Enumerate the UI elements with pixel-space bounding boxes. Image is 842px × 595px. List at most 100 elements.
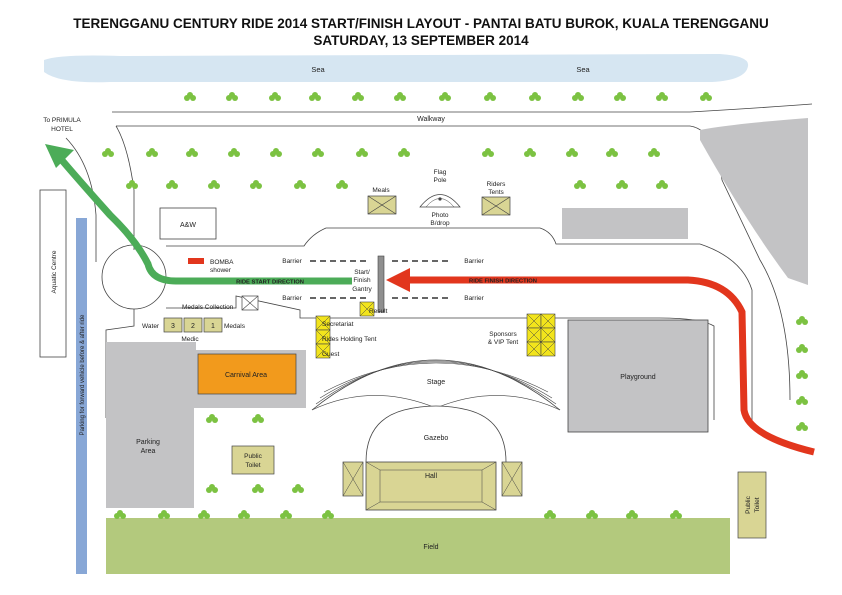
field bbox=[106, 518, 730, 574]
playground-label: Playground bbox=[620, 374, 656, 381]
tree-icon bbox=[484, 92, 496, 101]
start-finish-gantry bbox=[377, 255, 385, 313]
guest-tent bbox=[315, 343, 331, 359]
station-box-1 bbox=[203, 317, 223, 333]
walkway-label: Walkway bbox=[417, 116, 445, 123]
flag-pole-label-1: Flag bbox=[434, 169, 447, 176]
tree-icon bbox=[626, 510, 638, 519]
tree-icon bbox=[656, 180, 668, 189]
station-box-3 bbox=[163, 317, 183, 333]
tree-icon bbox=[252, 414, 264, 423]
result-tent bbox=[359, 301, 375, 317]
stage-label: Stage bbox=[427, 379, 445, 386]
tree-icon bbox=[294, 180, 306, 189]
tree-icon bbox=[398, 148, 410, 157]
sea-label-right: Sea bbox=[576, 65, 590, 74]
tree-icon bbox=[198, 510, 210, 519]
sponsors-label-2: & VIP Tent bbox=[488, 339, 519, 346]
tree-icon bbox=[309, 92, 321, 101]
tree-icon bbox=[670, 510, 682, 519]
map-title-line1: TERENGGANU CENTURY RIDE 2014 START/FINIS… bbox=[73, 16, 769, 31]
parking-area-label-2: Area bbox=[141, 448, 156, 455]
bomba-label-2: shower bbox=[210, 267, 232, 274]
tree-icon bbox=[114, 510, 126, 519]
hall-annex-right bbox=[501, 461, 523, 497]
road-outline-right-lower bbox=[699, 243, 753, 420]
hall-annex-left bbox=[342, 461, 364, 497]
tree-icon bbox=[270, 148, 282, 157]
tree-icon bbox=[269, 92, 281, 101]
tree-icon bbox=[796, 344, 808, 353]
medals-collection-box bbox=[241, 295, 259, 311]
ride-finish-direction-label: RIDE FINISH DIRECTION bbox=[469, 279, 537, 285]
meals-label: Meals bbox=[372, 187, 390, 194]
bomba-shower bbox=[188, 258, 204, 264]
ride-start-arrowhead bbox=[45, 144, 74, 168]
grey-area-right-top bbox=[700, 118, 808, 285]
sea-area bbox=[44, 54, 749, 83]
tree-icon bbox=[796, 316, 808, 325]
right-toilet-label-2: Toilet bbox=[754, 497, 761, 512]
hall-building bbox=[365, 461, 497, 511]
tree-icon bbox=[102, 148, 114, 157]
tree-icon bbox=[336, 180, 348, 189]
parking-strip-label: Parking for forward vehicle before & aft… bbox=[80, 314, 86, 435]
secretariat-tent bbox=[315, 315, 331, 331]
tree-icon bbox=[184, 92, 196, 101]
tree-icon bbox=[796, 396, 808, 405]
station-box-3-label: 3 bbox=[171, 323, 175, 330]
barrier-label-bottom-left: Barrier bbox=[282, 295, 302, 302]
parking-area bbox=[106, 342, 196, 508]
to-primula-label-1: To PRIMULA bbox=[43, 117, 81, 124]
grey-area-middle-right bbox=[562, 208, 688, 239]
tree-icon bbox=[226, 92, 238, 101]
ride-finish-arrow-path bbox=[410, 276, 815, 456]
medic-label: Medic bbox=[181, 336, 199, 343]
aw-label: A&W bbox=[180, 222, 196, 229]
map-title-line2: SATURDAY, 13 SEPTEMBER 2014 bbox=[313, 33, 529, 48]
barrier-label-top-right: Barrier bbox=[464, 258, 484, 265]
aquatic-centre bbox=[39, 189, 67, 358]
field-label: Field bbox=[423, 544, 438, 551]
carnival-area-label: Carnival Area bbox=[225, 372, 267, 379]
public-toilet-label-2: Toilet bbox=[245, 462, 260, 469]
tree-icon bbox=[206, 414, 218, 423]
public-toilet-label-1: Public bbox=[244, 453, 262, 460]
barrier-label-bottom-right: Barrier bbox=[464, 295, 484, 302]
tree-icon bbox=[208, 180, 220, 189]
tree-icon bbox=[586, 510, 598, 519]
tree-icon bbox=[126, 180, 138, 189]
tree-icon bbox=[572, 92, 584, 101]
medals-label: Medals bbox=[224, 323, 246, 330]
sponsors-label-1: Sponsors bbox=[489, 331, 517, 338]
tree-icon bbox=[312, 148, 324, 157]
photo-label-1: Photo bbox=[432, 212, 449, 219]
guest-label: Guest bbox=[322, 351, 340, 358]
tree-icon bbox=[574, 180, 586, 189]
tree-icon bbox=[322, 510, 334, 519]
tree-icon bbox=[648, 148, 660, 157]
tree-icon bbox=[566, 148, 578, 157]
secretariat-label: Secretariat bbox=[322, 321, 354, 328]
tree-icon bbox=[252, 484, 264, 493]
gantry-label-1: Start/ bbox=[354, 269, 370, 276]
tree-icon bbox=[700, 92, 712, 101]
tree-icon bbox=[206, 484, 218, 493]
ride-start-direction-label: RIDE START DIRECTION bbox=[236, 280, 304, 286]
barrier-label-top-left: Barrier bbox=[282, 258, 302, 265]
tree-icon bbox=[482, 148, 494, 157]
trees bbox=[102, 92, 808, 519]
flag-pole-label-2: Pole bbox=[433, 177, 446, 184]
tree-icon bbox=[166, 180, 178, 189]
gantry-label-3: Gantry bbox=[352, 286, 372, 293]
tree-icon bbox=[238, 510, 250, 519]
bomba-label-1: BOMBA bbox=[210, 259, 234, 266]
result-label: Result bbox=[369, 308, 388, 315]
tree-icon bbox=[439, 92, 451, 101]
medals-collection-label: Medals Collection bbox=[182, 304, 234, 311]
station-box-2-label: 2 bbox=[191, 323, 195, 330]
sponsors-vip-tent bbox=[526, 313, 556, 357]
tree-icon bbox=[228, 148, 240, 157]
tree-icon bbox=[352, 92, 364, 101]
tree-icon bbox=[186, 148, 198, 157]
